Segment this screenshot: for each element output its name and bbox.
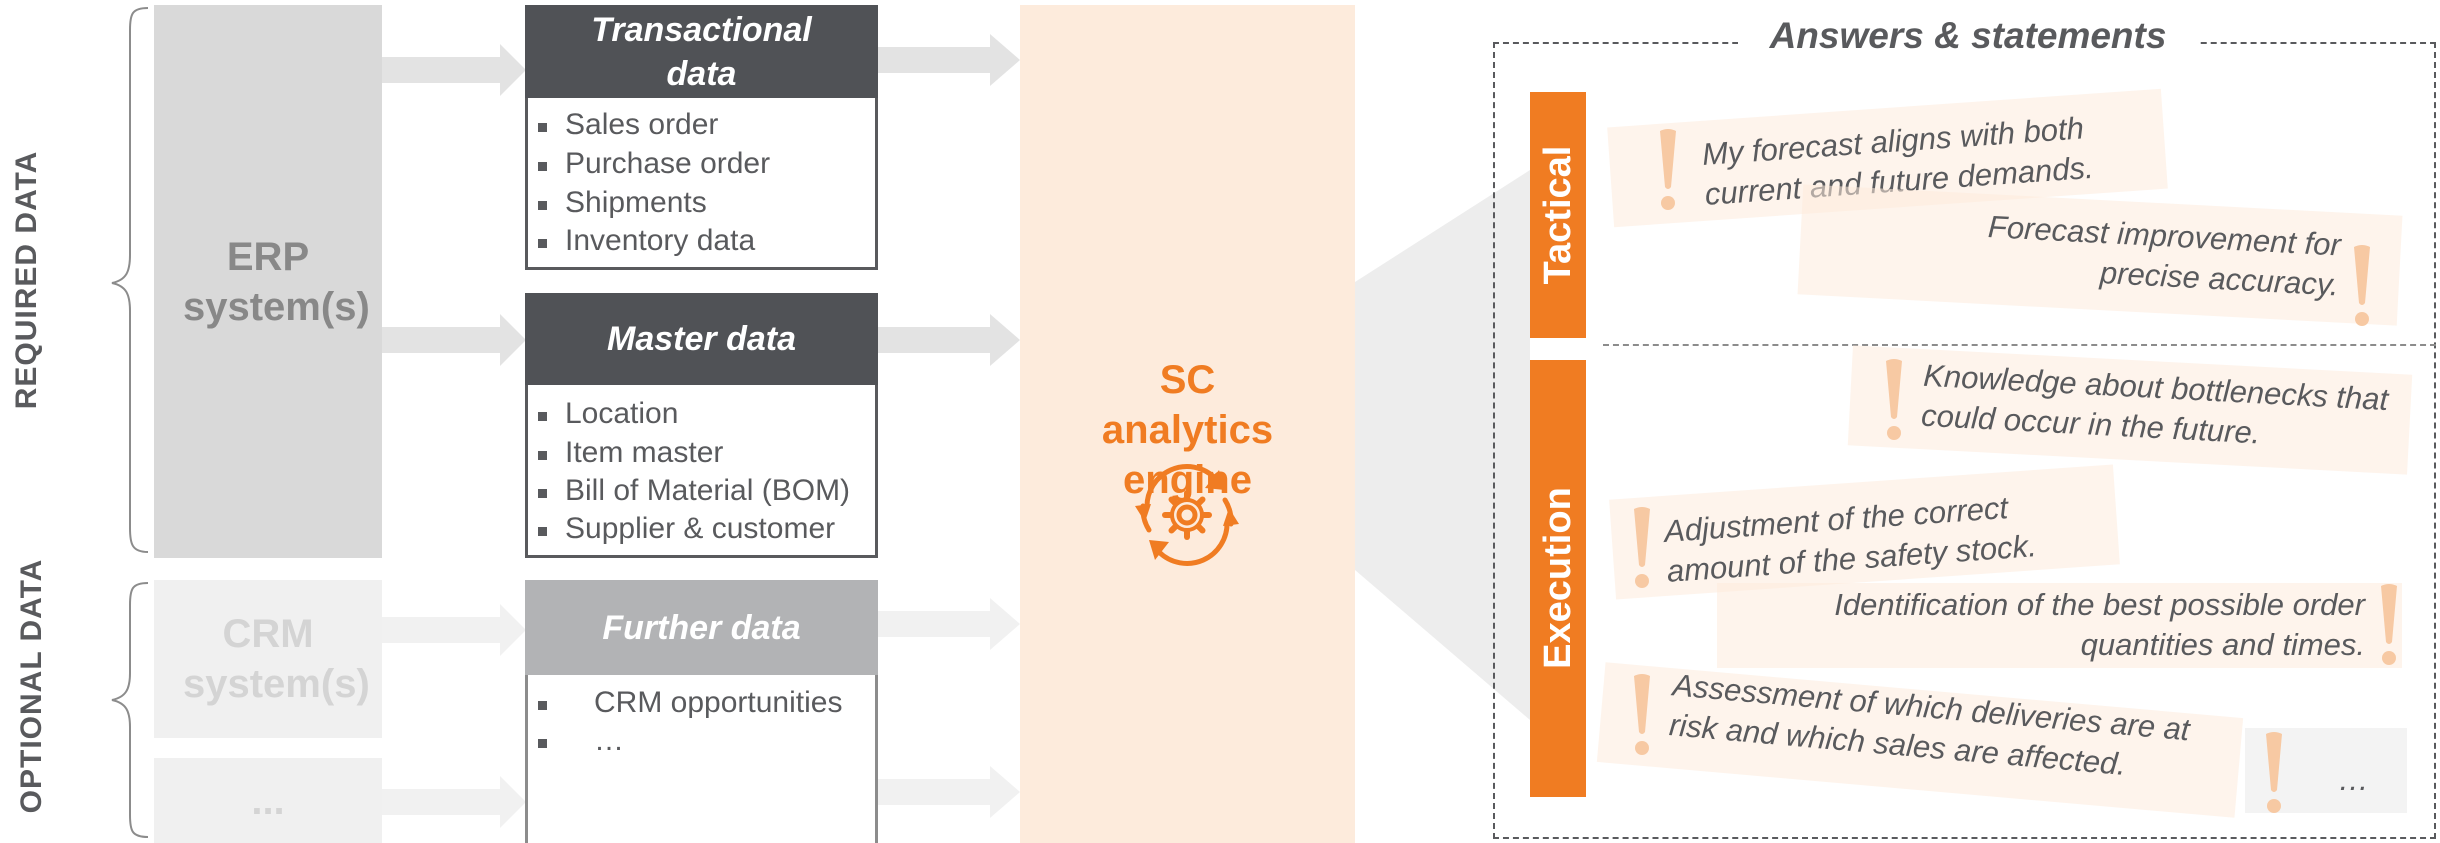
list-item: Location <box>565 397 679 430</box>
sc-analytics-engine: SC analytics engine <box>1020 5 1355 843</box>
arrow-transactional-to-engine <box>878 34 1020 86</box>
execution-bar: Execution <box>1530 360 1586 797</box>
erp-system-label: ERP system(s) <box>183 234 370 329</box>
transactional-data-list: Sales order Purchase order Shipments Inv… <box>525 98 878 270</box>
required-brace <box>111 7 149 553</box>
list-item: Bill of Material (BOM) <box>565 474 851 507</box>
arrow-erp-to-master <box>382 314 526 366</box>
statement-execution-3: Identification of the best possible orde… <box>1834 587 2365 662</box>
exclamation-icon <box>2381 584 2397 665</box>
other-system-box: ... <box>154 758 382 843</box>
exclamation-icon <box>1634 674 1650 755</box>
arrow-master-to-engine <box>878 314 1020 366</box>
list-item: Shipments <box>565 186 707 219</box>
engine-to-answers-funnel <box>1355 170 1530 720</box>
further-data-title: Further data <box>602 608 801 647</box>
list-item: Sales order <box>565 108 719 141</box>
tactical-execution-divider <box>1603 344 2436 346</box>
erp-system-box: ERP system(s) <box>154 5 382 558</box>
arrow-erp-to-transactional <box>382 44 526 96</box>
master-data-header: Master data <box>525 293 878 385</box>
execution-label: Execution <box>1537 487 1579 669</box>
tactical-label: Tactical <box>1537 145 1579 285</box>
exclamation-icon <box>2266 732 2282 813</box>
crm-system-box: CRM system(s) <box>154 580 382 738</box>
exclamation-icon <box>1660 129 1676 210</box>
list-item: … <box>594 724 624 757</box>
transactional-data-header: Transactional data <box>525 5 878 98</box>
list-item: CRM opportunities <box>594 686 843 719</box>
exclamation-icon <box>1886 359 1902 440</box>
answers-title: Answers & statements <box>1738 12 2198 60</box>
arrow-further-to-engine <box>878 598 1020 650</box>
arrow-other-to-engine <box>878 766 1020 818</box>
list-item: Inventory data <box>565 224 756 257</box>
arrow-crm-to-further <box>382 604 526 656</box>
list-item: Purchase order <box>565 147 771 180</box>
exclamation-icon <box>1634 507 1650 588</box>
optional-brace <box>111 582 149 838</box>
statement-card <box>1717 583 2402 668</box>
transactional-data-title: Transactional data <box>591 10 812 93</box>
further-data-header: Further data <box>525 580 878 675</box>
engine-title: SC analytics engine <box>1101 358 1274 502</box>
list-item: Supplier & customer <box>565 512 836 545</box>
list-item: Item master <box>565 436 724 469</box>
further-data-list: CRM opportunities … <box>525 675 878 843</box>
gear-cycle-icon <box>1135 464 1239 566</box>
tactical-bar: Tactical <box>1530 92 1586 338</box>
flow-arrows <box>382 34 1020 828</box>
arrow-other-to-further <box>382 776 526 828</box>
exclamation-icon <box>2354 245 2370 326</box>
master-data-list: Location Item master Bill of Material (B… <box>525 385 878 558</box>
statement-execution-5: … <box>2338 762 2369 797</box>
crm-system-label: CRM system(s) <box>183 612 370 706</box>
other-system-label: ... <box>251 778 285 823</box>
master-data-title: Master data <box>607 320 796 358</box>
